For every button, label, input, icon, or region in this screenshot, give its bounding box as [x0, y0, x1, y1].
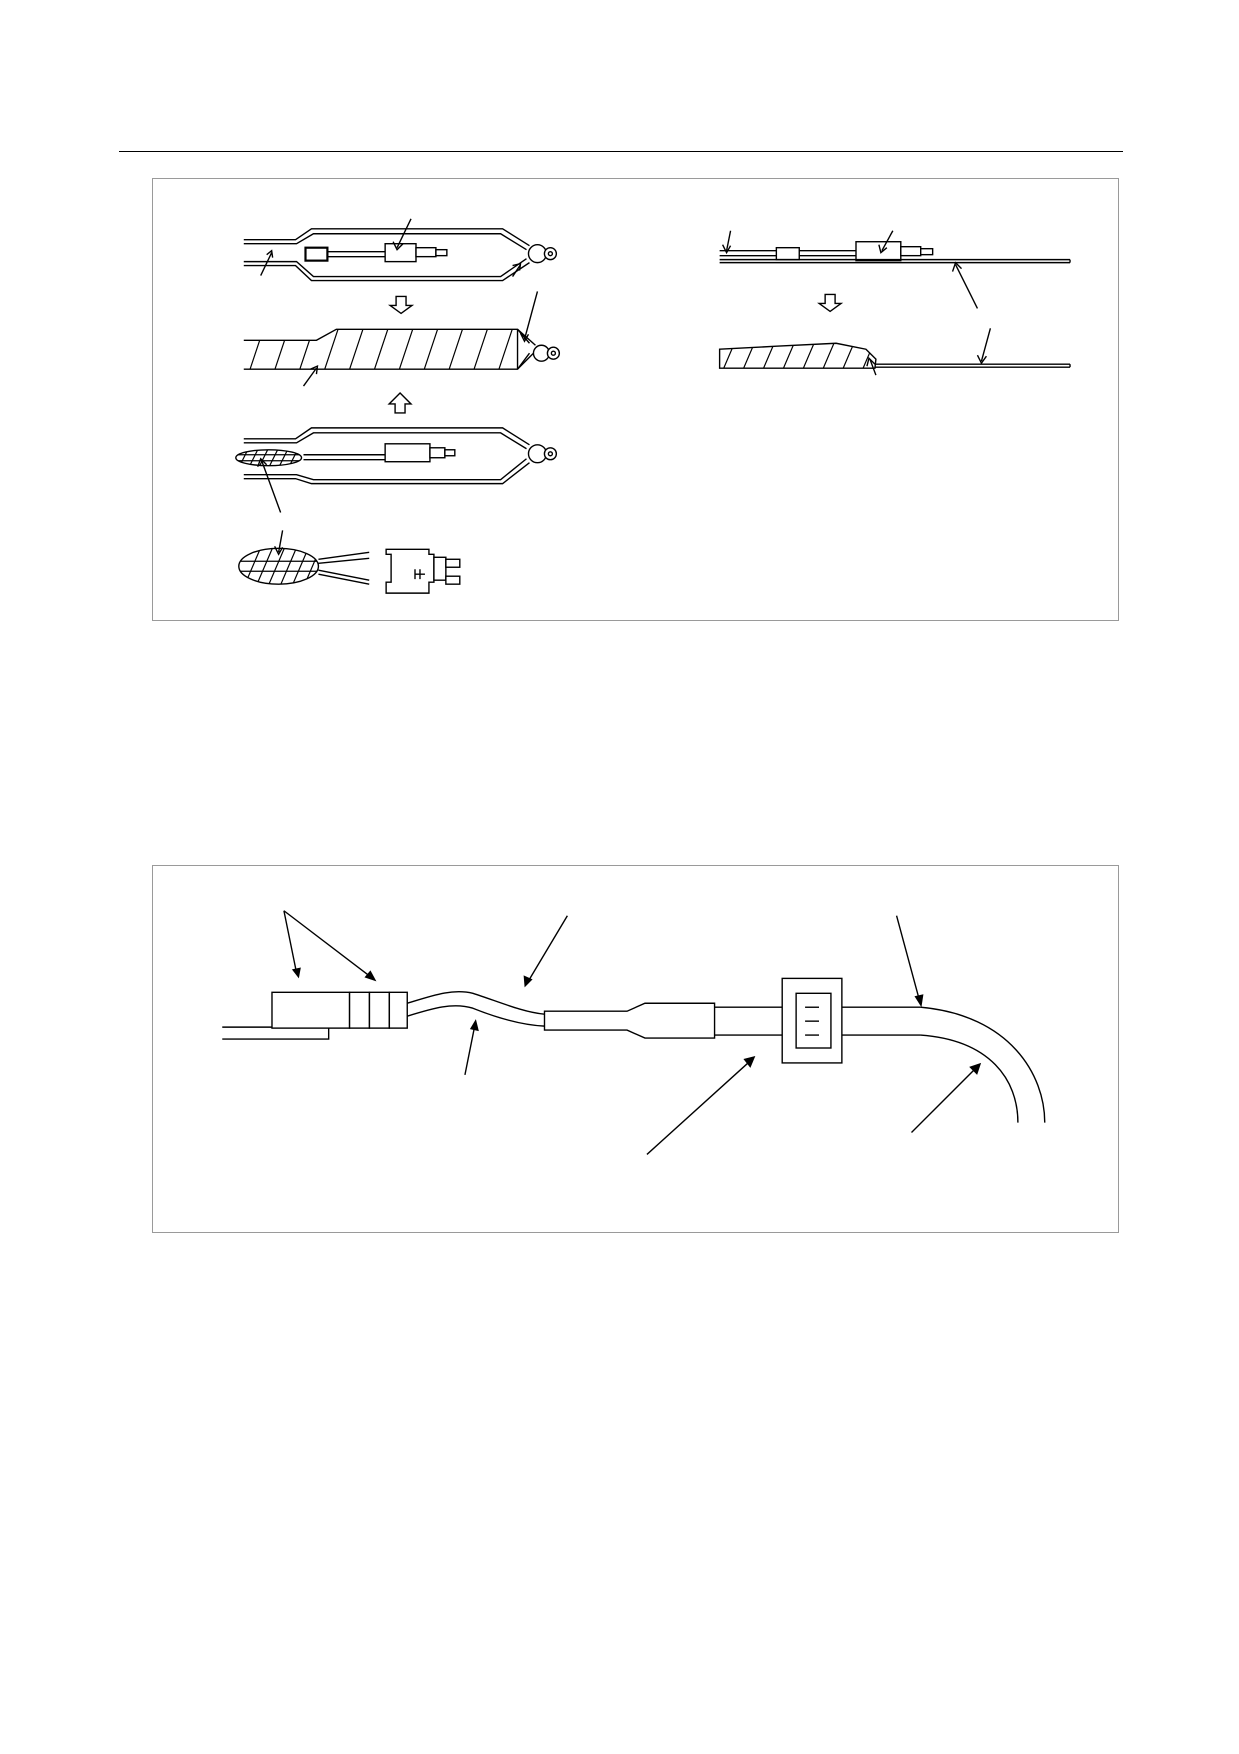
figure-cable-assembly [152, 865, 1119, 1233]
left-step-1-harness [243, 218, 558, 282]
arrow-up-left [387, 392, 413, 414]
right-step-1-straight-harness [719, 230, 1071, 309]
figure-1-drawing [235, 218, 1071, 594]
header-rule [119, 151, 1123, 152]
tape-hatch [248, 329, 514, 370]
figure-wire-harness-taping [152, 178, 1119, 621]
clamp [781, 977, 843, 1064]
curved-cable [920, 1006, 1046, 1123]
left-step-4-connector-loop [238, 530, 461, 594]
wire [407, 990, 545, 1027]
right-step-2-taped-straight [718, 328, 1071, 376]
left-step-2-taped [243, 291, 561, 387]
sleeve [543, 1002, 716, 1039]
connector-block [222, 991, 408, 1040]
leader-arrows [283, 910, 982, 1155]
figure-2-drawing [222, 910, 1046, 1155]
left-step-3-harness-taped-end [235, 427, 558, 513]
arrow-down-left [387, 295, 415, 315]
arrow-down-right [817, 293, 844, 313]
